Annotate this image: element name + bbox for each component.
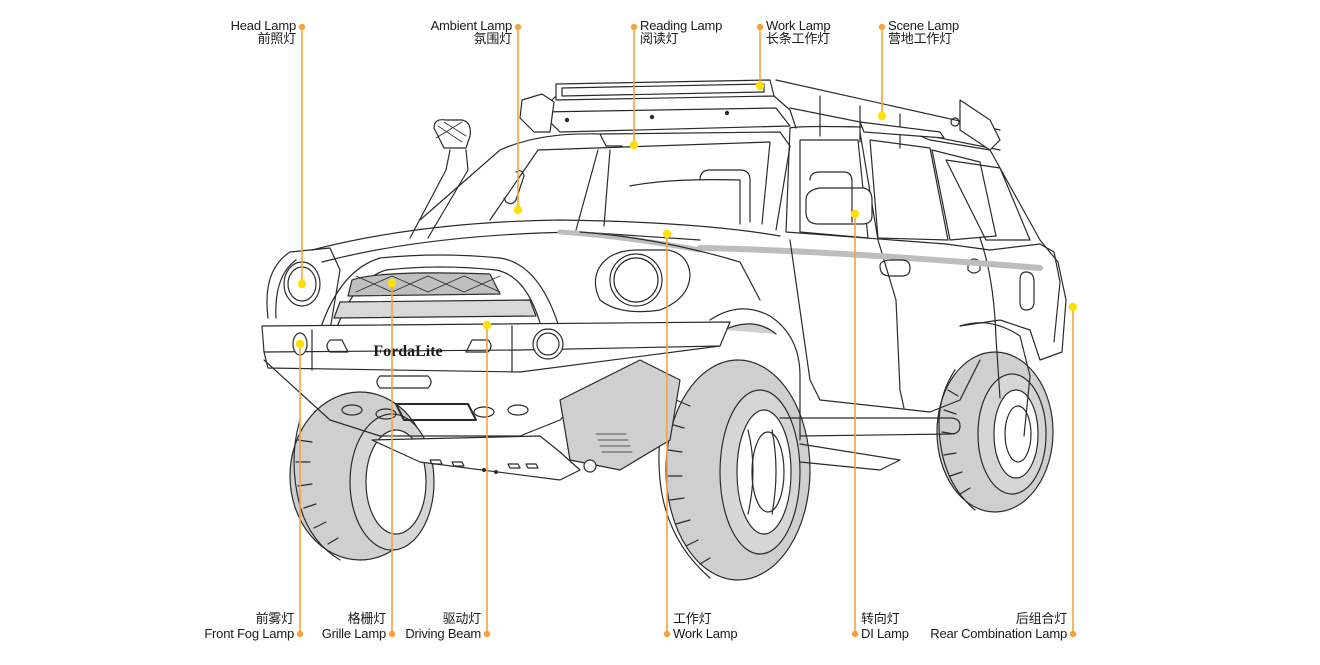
front-fog-lamp-label-zh: 前雾灯 bbox=[255, 612, 295, 627]
work-lamp-marker[interactable] bbox=[662, 229, 672, 239]
ambient-lamp-marker[interactable] bbox=[513, 205, 523, 215]
rear-combination-lamp-label-en: Rear Combination Lamp bbox=[930, 626, 1067, 641]
scene-lamp-marker[interactable] bbox=[877, 111, 887, 121]
di-lamp-marker[interactable] bbox=[850, 209, 860, 219]
grille-lamp-label-en: Grille Lamp bbox=[321, 626, 386, 641]
driving-beam-label-dot bbox=[483, 630, 491, 638]
grille-lamp-label-dot bbox=[388, 630, 396, 638]
roof-rack bbox=[519, 79, 1001, 151]
head-lamp-label-zh: 前照灯 bbox=[257, 32, 297, 47]
rear-combination-lamp-marker[interactable] bbox=[1068, 302, 1078, 312]
ambient-lamp-label-zh: 氛围灯 bbox=[473, 32, 513, 47]
front-fog-lamp-label-dot bbox=[296, 630, 304, 638]
scene-lamp-label-en: Scene Lamp bbox=[888, 18, 959, 33]
ambient-lamp-label-dot bbox=[514, 23, 522, 31]
work-lamp-label-zh: 工作灯 bbox=[673, 612, 712, 627]
di-lamp-label-zh: 转向灯 bbox=[861, 612, 900, 627]
front-fog-lamp-marker[interactable] bbox=[295, 339, 305, 349]
di-lamp-label-en: DI Lamp bbox=[861, 626, 909, 641]
rear-body bbox=[929, 139, 1067, 437]
leader-lines bbox=[295, 23, 1078, 638]
brand-plate: FordaLite bbox=[373, 343, 442, 360]
front-left-wheel bbox=[289, 391, 435, 561]
driving-beam-label-zh: 驱动灯 bbox=[442, 612, 482, 627]
reading-lamp-marker[interactable] bbox=[629, 140, 639, 150]
head-lamp-marker[interactable] bbox=[297, 279, 307, 289]
reading-lamp-label-dot bbox=[630, 23, 638, 31]
scene-lamp-label-dot bbox=[878, 23, 886, 31]
hood bbox=[311, 219, 781, 301]
scene-lamp-label-zh: 营地工作灯 bbox=[888, 32, 953, 47]
work-lamp-bar-marker[interactable] bbox=[755, 81, 765, 91]
rear-wheel bbox=[936, 351, 1054, 513]
front-right-wheel bbox=[658, 359, 811, 581]
work-lamp-bar-label-en: Work Lamp bbox=[766, 18, 831, 33]
reading-lamp-label-en: Reading Lamp bbox=[640, 18, 723, 33]
ambient-lamp-label-en: Ambient Lamp bbox=[430, 18, 513, 33]
head-lamp-label-en: Head Lamp bbox=[230, 18, 297, 33]
rear-combination-lamp-label-dot bbox=[1069, 630, 1077, 638]
head-lamp-label-dot bbox=[298, 23, 306, 31]
front-bumper bbox=[261, 321, 731, 481]
front-fog-lamp-label-en: Front Fog Lamp bbox=[204, 626, 294, 641]
reading-lamp-label-zh: 阅读灯 bbox=[640, 32, 679, 47]
grille-lamp-marker[interactable] bbox=[387, 278, 397, 288]
bull-bar bbox=[266, 247, 561, 331]
di-lamp-label-dot bbox=[851, 630, 859, 638]
cab bbox=[409, 119, 853, 239]
grille-lamp-label-zh: 格栅灯 bbox=[347, 612, 387, 627]
rear-combination-lamp-label-zh: 后组合灯 bbox=[1015, 612, 1067, 627]
work-lamp-label-dot bbox=[663, 630, 671, 638]
work-lamp-bar-label-dot bbox=[756, 23, 764, 31]
driving-beam-marker[interactable] bbox=[482, 320, 492, 330]
work-lamp-label-en: Work Lamp bbox=[673, 626, 738, 641]
work-lamp-bar-label-zh: 长条工作灯 bbox=[766, 32, 831, 47]
driving-beam-label-en: Driving Beam bbox=[405, 626, 481, 641]
